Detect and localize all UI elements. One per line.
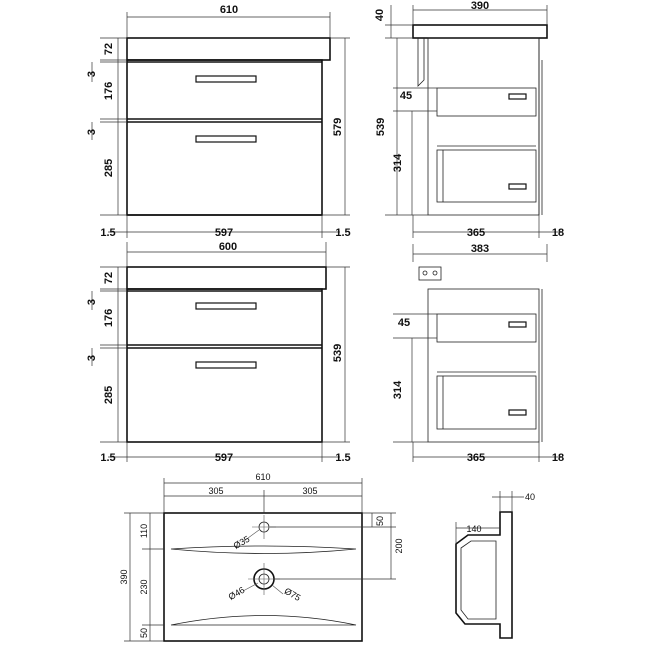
side-b-bracket <box>418 266 442 281</box>
side-b-view: 383 45 314 365 18 <box>392 243 564 464</box>
cabinet-a-worktop <box>126 37 331 61</box>
cabinet-a-worktop-label: 72 <box>103 43 115 55</box>
basin-front-curve <box>170 545 357 554</box>
side-a-body-depth-label: 365 <box>467 227 485 239</box>
cabinet-a-height-label: 579 <box>332 118 344 136</box>
side-a-drawer-offset-label: 45 <box>400 90 412 102</box>
side-a-view: 390 40 45 539 314 365 18 <box>374 0 564 239</box>
tap-to-waste-label: 200 <box>394 538 404 553</box>
cabinet-a-front-view: 610 579 72 3 176 3 285 1.5 597 1.5 <box>86 4 351 239</box>
basin-side-rim-label: 40 <box>525 492 535 502</box>
cabinet-b-height-label: 539 <box>332 344 344 362</box>
basin-half-left-label: 305 <box>208 486 223 496</box>
side-a-worktop <box>412 24 548 39</box>
side-a-back-label: 18 <box>552 227 564 239</box>
cabinet-a-gap-top-label: 3 <box>86 71 98 77</box>
side-b-carcass <box>427 288 540 443</box>
side-b-bottom-drawer <box>436 375 537 430</box>
basin-side-view: 40 140 <box>455 491 535 639</box>
cabinet-a-inner-width-label: 597 <box>215 227 233 239</box>
cabinet-b-top-drawer-handle <box>195 302 257 310</box>
cabinet-b-body <box>126 288 323 443</box>
cabinet-b-side-left-label: 1.5 <box>100 452 115 464</box>
basin-half-right-label: 305 <box>302 486 317 496</box>
basin-width-label: 610 <box>255 472 270 482</box>
side-b-body-depth-label: 365 <box>467 452 485 464</box>
cabinet-a-gap-mid-label: 3 <box>86 129 98 135</box>
waste-inner-diameter-label: Ø46 <box>227 585 247 602</box>
basin-side-profile <box>455 511 513 639</box>
cabinet-a-drawer-top-label: 176 <box>103 82 115 100</box>
basin-rear-curve <box>170 615 357 626</box>
cabinet-b-inner-width-label: 597 <box>215 452 233 464</box>
cabinet-b-drawer-bottom-label: 285 <box>103 386 115 404</box>
cabinet-a-side-left-label: 1.5 <box>100 227 115 239</box>
basin-rear-label: 50 <box>139 628 149 638</box>
cabinet-a-drawer-bottom-label: 285 <box>103 159 115 177</box>
side-b-drawer-height-label: 314 <box>392 380 404 399</box>
tap-offset-label: 50 <box>375 516 385 526</box>
side-b-top-drawer <box>436 313 537 343</box>
cabinet-a-width-label: 610 <box>220 4 238 16</box>
side-a-height-label: 539 <box>375 118 387 136</box>
basin-middle-label: 230 <box>139 579 149 594</box>
cabinet-b-drawer-top-label: 176 <box>103 309 115 327</box>
side-a-top-label: 40 <box>374 9 386 21</box>
cabinet-b-side-right-label: 1.5 <box>335 452 350 464</box>
cabinet-a-top-drawer-handle <box>195 75 257 83</box>
cabinet-a-bottom-drawer-handle <box>195 135 257 143</box>
cabinet-b-width-label: 600 <box>219 241 237 253</box>
tap-hole-diameter-label: Ø35 <box>232 534 252 551</box>
cabinet-b-front-view: 600 539 72 3 176 3 285 1.5 597 1.5 <box>86 241 351 464</box>
cabinet-b-gap-top-label: 3 <box>86 299 98 305</box>
side-a-depth-label: 390 <box>471 0 489 12</box>
cabinet-b-worktop-label: 72 <box>103 272 115 284</box>
basin-side-projection-label: 140 <box>466 524 481 534</box>
cabinet-b-gap-mid-label: 3 <box>86 355 98 361</box>
waste-outer-diameter-label: Ø75 <box>283 586 303 603</box>
basin-depth-label: 390 <box>119 569 129 584</box>
cabinet-b-worktop <box>126 266 327 290</box>
side-a-bottom-drawer <box>436 149 537 203</box>
basin-outline <box>163 512 363 642</box>
basin-plan-view: 610 305 305 390 110 230 50 50 200 Ø35 Ø4… <box>119 472 404 642</box>
side-a-top-drawer <box>436 87 537 117</box>
side-b-back-label: 18 <box>552 452 564 464</box>
cabinet-b-bottom-drawer-handle <box>195 361 257 369</box>
side-b-drawer-offset-label: 45 <box>398 317 410 329</box>
side-a-drawer-height-label: 314 <box>392 153 404 172</box>
side-b-depth-label: 383 <box>471 243 489 255</box>
basin-front-label: 110 <box>139 524 149 538</box>
cabinet-a-side-right-label: 1.5 <box>335 227 350 239</box>
